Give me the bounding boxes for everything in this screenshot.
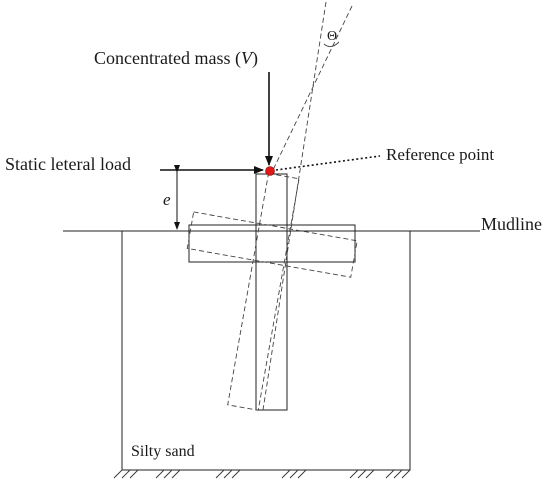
reference-point-label: Reference point (386, 145, 494, 164)
pile-original (255, 173, 288, 411)
footing-original (188, 224, 356, 263)
concentrated-mass-label: Concentrated mass (V) (94, 48, 258, 69)
footing-rotated (186, 211, 358, 278)
axis-vertical-reference (262, 1, 327, 411)
static-lateral-load-label: Static leteral load (5, 154, 131, 174)
reference-point-marker (265, 166, 275, 176)
foundation-original (188, 173, 356, 411)
eccentricity-label: e (163, 190, 171, 209)
axis-rotated-reference (271, 5, 353, 173)
soil-box (121, 231, 411, 471)
rotation-angle-label: Θ (327, 29, 337, 44)
rotation-arc (323, 41, 340, 47)
pile-rotated (227, 172, 300, 411)
reference-point-leader (275, 155, 381, 171)
foundation-rotated (186, 172, 358, 411)
mudline-label: Mudline (481, 214, 542, 234)
ground-hatching (113, 469, 411, 479)
soil-label: Silty sand (131, 443, 195, 460)
